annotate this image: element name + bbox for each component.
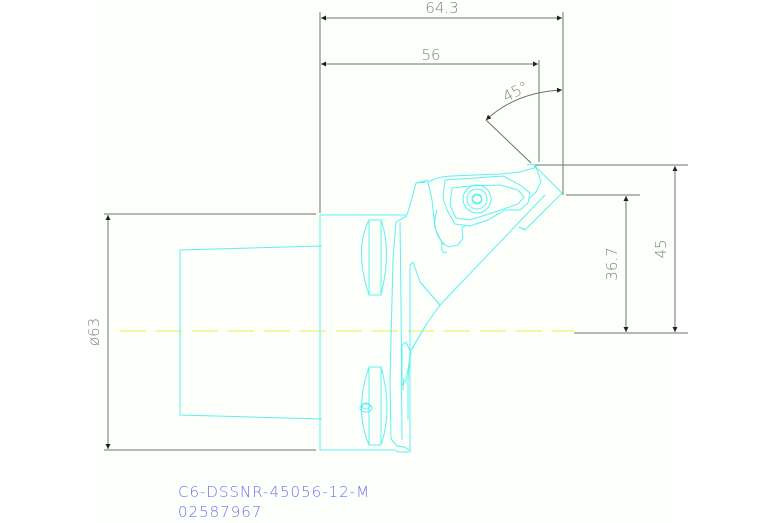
coolant-slots — [359, 219, 388, 446]
dimension-overall-length — [319, 12, 564, 213]
insert-clamp — [415, 163, 563, 254]
drawing-sheet — [90, 0, 676, 523]
title-block: C6-DSSNR-45056-12-M 02587967 — [178, 482, 370, 522]
dimension-height-tip — [535, 164, 688, 334]
dim-label-diameter-63: ø63 — [85, 318, 103, 346]
dimension-approach-angle — [485, 87, 563, 164]
flange-body — [319, 179, 546, 453]
part-number: C6-DSSNR-45056-12-M — [178, 483, 371, 501]
dimension-diameter — [104, 213, 316, 451]
dimension-height-corner — [566, 194, 640, 332]
dim-label-64-3: 64.3 — [425, 0, 458, 17]
dim-label-45-deg: 45° — [500, 77, 532, 105]
order-code: 02587967 — [178, 503, 263, 521]
dim-label-56: 56 — [421, 46, 440, 64]
dim-label-45: 45 — [652, 239, 670, 258]
dimension-flange-length — [321, 60, 540, 162]
dim-label-36-7: 36.7 — [603, 247, 621, 280]
shank — [179, 245, 323, 420]
